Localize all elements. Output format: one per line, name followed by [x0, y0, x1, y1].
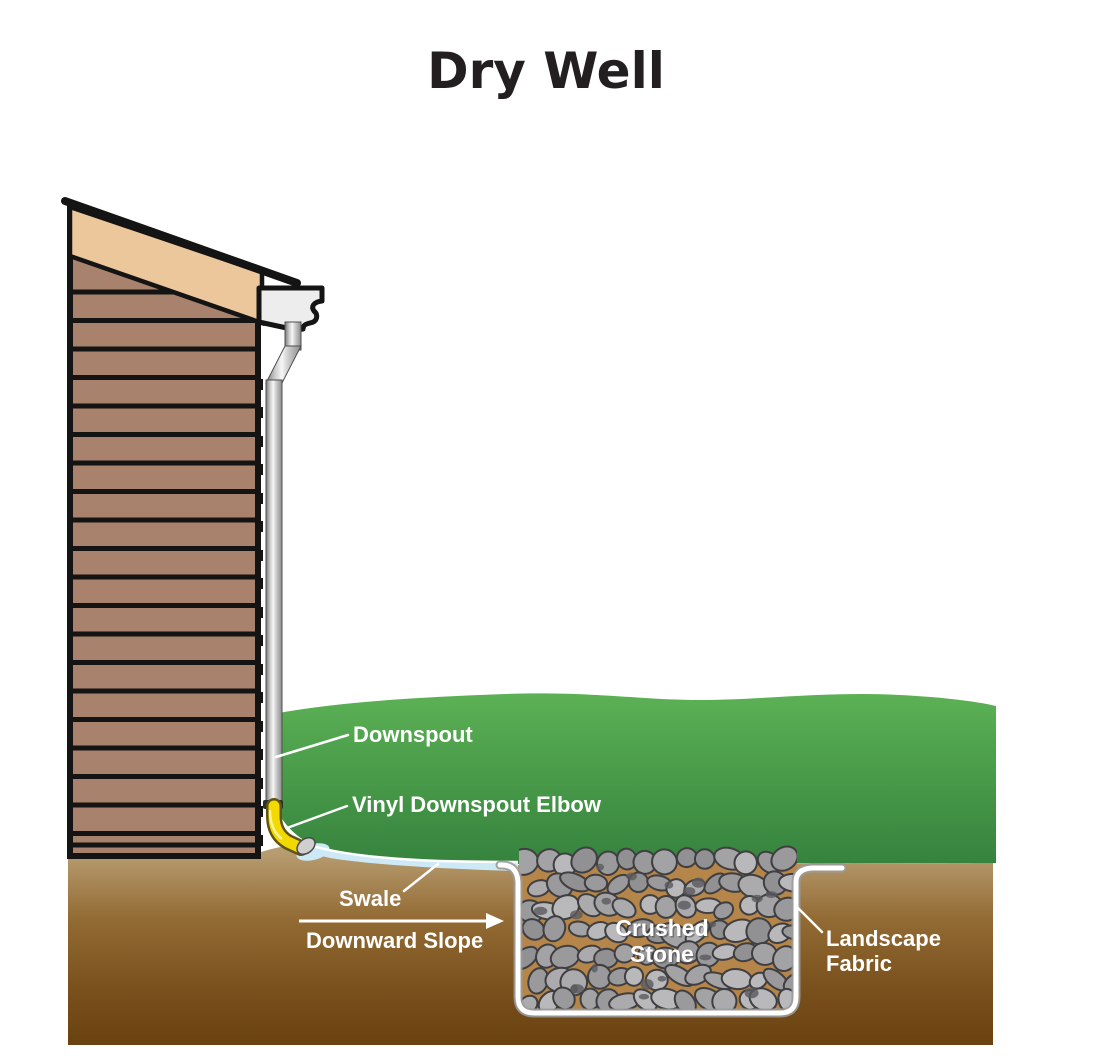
- stone: [693, 848, 716, 870]
- crushed-stones: [519, 845, 797, 1014]
- stone-shadow: [533, 906, 548, 916]
- leader-line-vinyl-elbow: [285, 804, 349, 830]
- label-downward-slope: Downward Slope: [306, 928, 483, 953]
- elbow-highlight: [268, 809, 283, 840]
- siding-end-ticks: [258, 379, 263, 846]
- stone-shadow: [682, 887, 696, 896]
- label-downspout: Downspout: [353, 722, 473, 747]
- stone-shadow: [640, 978, 654, 990]
- label-swale: Swale: [339, 886, 401, 911]
- stone-shadow: [677, 900, 691, 910]
- label-crushed: Crushed: [615, 915, 708, 941]
- stone-shadow: [765, 891, 778, 898]
- stone: [570, 846, 598, 874]
- stone: [583, 873, 609, 893]
- slope-arrow-icon: [486, 913, 504, 929]
- stone: [611, 897, 637, 919]
- house-wall: [67, 202, 263, 859]
- stone-shadow: [591, 964, 598, 973]
- stone-shadow: [709, 921, 716, 928]
- downspout-elbow: [263, 798, 316, 856]
- stone: [623, 966, 645, 987]
- label-landscape: Landscape: [826, 926, 941, 951]
- callouts: Downspout Vinyl Downspout Elbow Swale Do…: [274, 722, 941, 976]
- stone: [613, 943, 636, 964]
- stone: [675, 940, 701, 965]
- stone-shadow: [596, 863, 605, 871]
- label-crushed-shadow: Crushed: [617, 917, 710, 943]
- gutter: [256, 285, 325, 333]
- elbow-body: [268, 800, 307, 854]
- stone-shadow: [657, 975, 667, 982]
- stone-shadow: [691, 877, 706, 888]
- stone-shadow: [570, 984, 584, 994]
- label-stone-shadow: Stone: [632, 943, 696, 969]
- stone: [733, 850, 758, 876]
- landscape-fabric-liner: [497, 862, 845, 1016]
- stone: [651, 848, 678, 876]
- label-stone: Stone: [630, 941, 694, 967]
- stone: [713, 901, 735, 921]
- downspout-pipe: [265, 321, 302, 807]
- leader-line-landscape-fabric: [794, 904, 824, 934]
- leader-line-downspout: [274, 733, 350, 759]
- swale-water: [295, 842, 518, 871]
- stone-shadow: [744, 987, 759, 999]
- siding-course-lines: [70, 289, 258, 848]
- stone-shadow: [751, 894, 763, 903]
- stone-shadow: [601, 897, 612, 905]
- stone: [542, 915, 567, 943]
- stone-shadow: [699, 954, 712, 961]
- grass-lawn: [278, 693, 996, 864]
- stone: [552, 986, 576, 1011]
- roof-edge-line: [61, 197, 301, 287]
- label-vinyl-elbow: Vinyl Downspout Elbow: [352, 792, 602, 817]
- stone-shadow: [664, 881, 674, 889]
- stone-shadow: [626, 872, 637, 881]
- stone-shadow: [570, 910, 583, 920]
- label-fabric: Fabric: [826, 951, 892, 976]
- stone: [604, 921, 629, 944]
- leader-line-swale: [402, 862, 440, 893]
- stone: [770, 845, 797, 872]
- elbow-mouth: [296, 836, 316, 856]
- stone-shadow: [638, 993, 650, 1000]
- diagram-title: Dry Well: [427, 42, 665, 100]
- stone: [521, 918, 546, 941]
